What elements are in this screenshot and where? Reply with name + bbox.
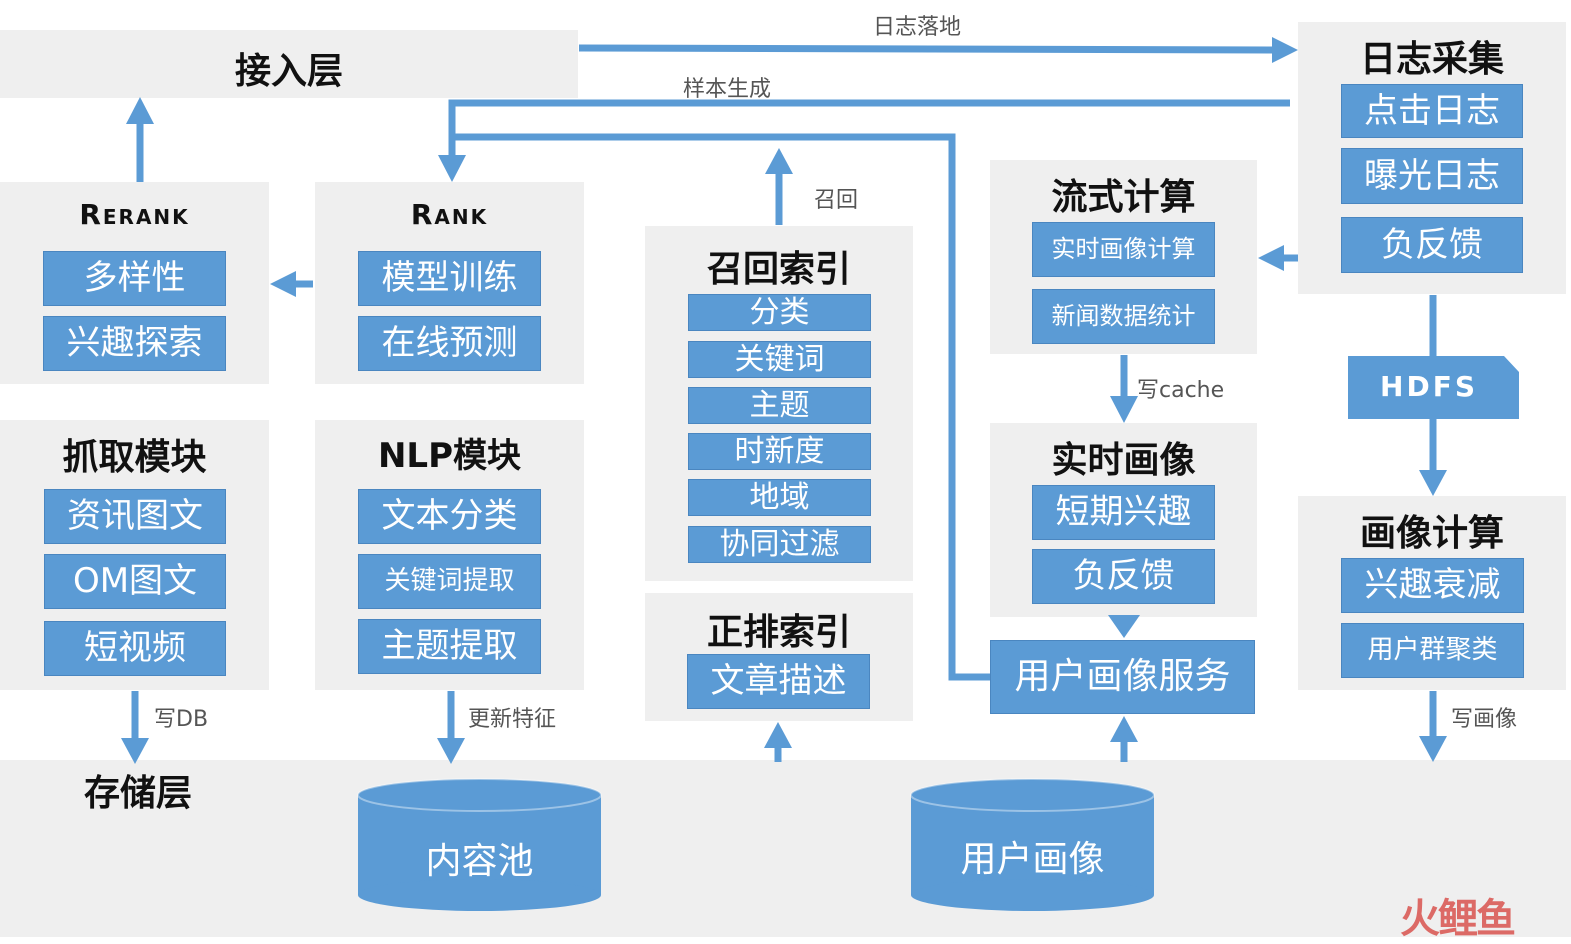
write-profile-label: 写画像 <box>1451 707 1518 732</box>
om-graphic-chip: OM图文 <box>44 554 226 609</box>
update-features-arrowhead <box>437 738 465 764</box>
sample-gen-arrowhead <box>438 155 466 182</box>
rank-title: Rank <box>410 198 489 231</box>
topic-extract-chip: 主题提取 <box>358 619 541 674</box>
interest-decay-chip: 兴趣衰减 <box>1341 558 1524 613</box>
recall-label: 召回 <box>814 188 859 213</box>
sample-gen-label: 样本生成 <box>683 77 772 102</box>
news-graphic-chip: 资讯图文 <box>44 489 226 544</box>
recall-category-chip: 分类 <box>688 294 871 331</box>
log-collection-title: 日志采集 <box>1359 39 1504 80</box>
storage-layer-band <box>0 760 1571 937</box>
exposure-log-chip: 曝光日志 <box>1341 148 1523 204</box>
write-profile-arrowhead <box>1419 736 1447 762</box>
recall-topic-chip: 主题 <box>688 387 871 424</box>
content-pool-label: 内容池 <box>425 841 534 882</box>
log-landing-label: 日志落地 <box>873 15 962 40</box>
realtime-negative-feedback-chip: 负反馈 <box>1032 549 1215 604</box>
realtime-profile-calc-chip: 实时画像计算 <box>1032 222 1215 277</box>
realtime-to-service-arrowhead <box>1108 615 1140 638</box>
hdfs-label: HDFS <box>1380 370 1478 403</box>
access-layer-title: 接入层 <box>234 51 343 92</box>
rerank-title: Rerank <box>79 198 190 231</box>
text-classify-chip: 文本分类 <box>358 489 541 544</box>
recall-keyword-chip: 关键词 <box>688 341 871 378</box>
access-layer-panel: 接入层 <box>0 30 578 98</box>
recall-collab-filter-chip: 协同过滤 <box>688 526 871 563</box>
db-to-service-arrowhead <box>1110 716 1138 742</box>
log-landing-line <box>578 44 1273 54</box>
write-cache-label: 写cache <box>1137 378 1225 403</box>
crawl-module-title: 抓取模块 <box>62 437 207 478</box>
log-landing-arrowhead <box>1272 37 1298 63</box>
recall-index-title: 召回索引 <box>706 249 851 290</box>
hdfs-to-profile-arrowhead <box>1419 470 1447 496</box>
recall-freshness-chip: 时新度 <box>688 433 871 470</box>
write-db-arrowhead <box>121 738 149 764</box>
nlp-module-title: NLP模块 <box>377 436 522 476</box>
click-log-chip: 点击日志 <box>1341 84 1523 138</box>
stream-compute-title: 流式计算 <box>1051 177 1196 218</box>
recall-arrowhead <box>765 148 793 174</box>
write-db-label: 写DB <box>154 707 209 732</box>
user-profile-service-chip: 用户画像服务 <box>990 640 1255 714</box>
online-predict-chip: 在线预测 <box>358 316 541 371</box>
user-profile-cylinder <box>910 778 1155 911</box>
pool-to-forward-arrowhead <box>764 722 792 748</box>
recall-region-chip: 地域 <box>688 479 871 516</box>
article-desc-chip: 文章描述 <box>687 654 870 709</box>
short-video-chip: 短视频 <box>44 621 226 676</box>
rerank-to-access-arrowhead <box>126 97 154 124</box>
user-clustering-chip: 用户群聚类 <box>1341 623 1524 678</box>
user-profile-db-label: 用户画像 <box>960 839 1105 880</box>
write-cache-arrowhead <box>1110 396 1138 423</box>
model-training-chip: 模型训练 <box>358 251 541 306</box>
short-term-interest-chip: 短期兴趣 <box>1032 485 1215 540</box>
watermark-logo: 火鲤鱼 <box>1400 896 1516 942</box>
content-pool-cylinder <box>357 778 602 911</box>
realtime-profile-title: 实时画像 <box>1051 440 1196 481</box>
negative-feedback-log-chip: 负反馈 <box>1341 217 1523 273</box>
profile-service-to-rank-line <box>452 133 990 681</box>
storage-layer-title: 存储层 <box>84 773 193 814</box>
sample-gen-line <box>448 99 1290 156</box>
log-to-stream-arrowhead <box>1258 245 1284 271</box>
news-data-stats-chip: 新闻数据统计 <box>1032 289 1215 344</box>
keyword-extract-chip: 关键词提取 <box>358 554 541 609</box>
diversity-chip: 多样性 <box>43 251 226 306</box>
rank-to-rerank-arrowhead <box>270 271 296 297</box>
hdfs-shape <box>1348 356 1519 419</box>
profile-compute-title: 画像计算 <box>1359 513 1504 554</box>
forward-index-title: 正排索引 <box>706 612 851 653</box>
interest-explore-chip: 兴趣探索 <box>43 316 226 371</box>
update-features-label: 更新特征 <box>468 707 557 732</box>
